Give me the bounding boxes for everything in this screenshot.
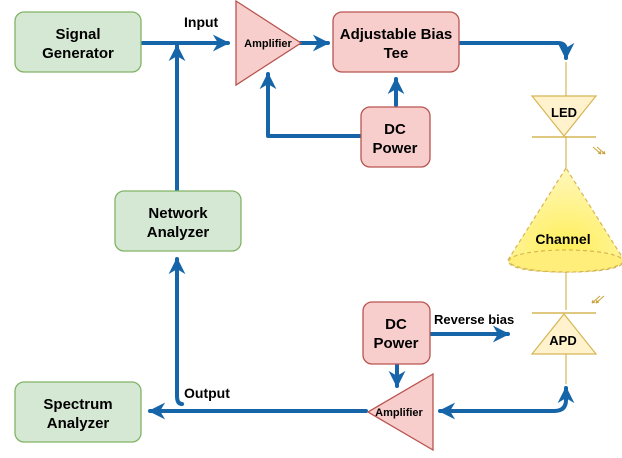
reverse-bias-label: Reverse bias [434, 312, 514, 327]
bias-tee-label-1: Adjustable Bias [340, 26, 453, 43]
bias-tee-label-2: Tee [384, 45, 409, 62]
amplifier-bottom: Amplifier [366, 372, 434, 452]
apd-riser-arrow [552, 386, 575, 413]
signal-generator-label-1: Signal [55, 26, 100, 43]
signal-generator-label-2: Generator [42, 45, 114, 62]
spectrum-analyzer-block: Spectrum Analyzer [14, 381, 142, 443]
light-emission-icon [592, 146, 606, 155]
led-label: LED [551, 105, 577, 120]
dc-power-top-label-2: Power [372, 140, 417, 157]
bias-tee-to-led-arrow [456, 41, 575, 60]
dc-power-bottom-label-2: Power [373, 335, 418, 352]
apd-label: APD [549, 333, 576, 348]
led-diode: LED [530, 95, 598, 138]
apd-diode: APD [530, 312, 598, 355]
dc-power-bottom-label-1: DC [385, 316, 407, 333]
dc-power-top-block: DC Power [360, 106, 431, 168]
dc-power-bottom-block: DC Power [362, 301, 431, 365]
output-to-network-analyzer-arrow [168, 257, 186, 406]
network-analyzer-block: Network Analyzer [114, 190, 242, 252]
dc-power-top-label-1: DC [384, 121, 406, 138]
amplifier-bottom-label: Amplifier [375, 407, 423, 419]
light-detection-icon [591, 295, 605, 304]
network-analyzer-label-2: Analyzer [147, 224, 210, 241]
channel-cone: Channel [507, 166, 622, 273]
channel-label: Channel [535, 231, 590, 247]
dc-power-to-amplifier-arrow [259, 72, 362, 138]
signal-generator-block: Signal Generator [14, 11, 142, 73]
spectrum-analyzer-label-1: Spectrum [43, 396, 112, 413]
spectrum-analyzer-label-2: Analyzer [47, 415, 110, 432]
input-label: Input [184, 14, 219, 30]
amplifier-top-label: Amplifier [244, 38, 292, 50]
network-analyzer-label-1: Network [148, 205, 208, 222]
output-label: Output [184, 385, 230, 401]
bias-tee-block: Adjustable Bias Tee [332, 11, 460, 73]
amplifier-top: Amplifier [235, 0, 303, 87]
